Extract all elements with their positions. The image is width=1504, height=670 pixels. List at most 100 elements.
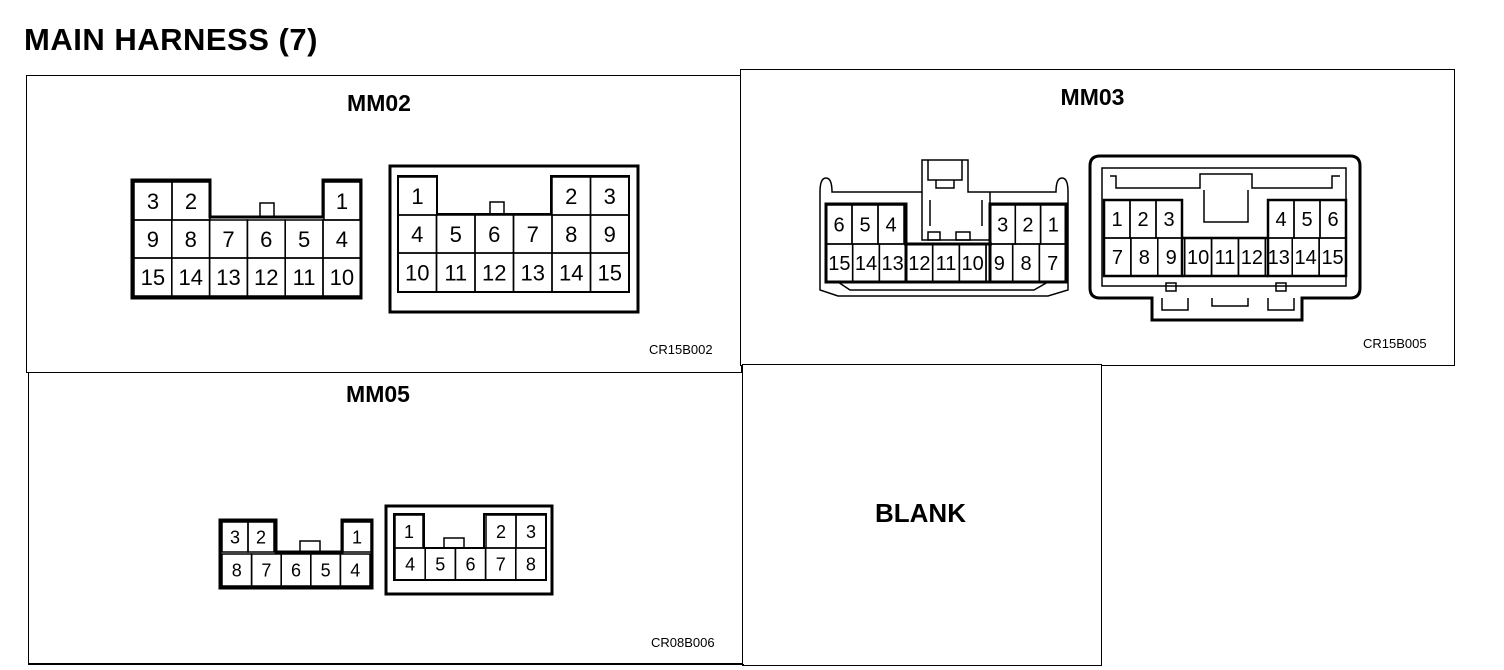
mm02-left-pin-15: 15 [133,257,173,297]
pin-number: 4 [350,560,360,580]
pin-number: 6 [488,222,500,247]
mm02-left-pin-7: 7 [208,219,249,259]
mm02-left-pin-1: 1 [323,181,361,221]
blank-panel: BLANK [742,364,1102,666]
pin-number: 7 [527,222,539,247]
mm05-right-connector [384,504,554,596]
pin-number: 2 [256,527,266,547]
mm02-left-pin-11: 11 [284,257,324,297]
pin-number: 11 [936,253,957,275]
pin-number: 4 [1275,209,1286,231]
mm03-right-pin-1: 1 [1103,199,1131,239]
mm02-right-pin-1: 1 [397,176,438,216]
pin-number: 8 [1139,247,1150,269]
mm05-right-pin-3: 3 [515,514,547,549]
pin-number: 8 [185,227,197,252]
mm05-left-pin-3: 3 [221,521,249,553]
pin-number: 1 [411,184,423,209]
pin-number: 13 [1268,247,1290,269]
mm03-right-pin-3: 3 [1155,199,1183,239]
mm02-right-pin-10: 10 [397,252,438,293]
mm05-right-pin-5: 5 [424,547,457,581]
mm03-right-pin-5: 5 [1293,199,1321,239]
mm02-part-code: CR15B002 [649,342,713,357]
pin-number: 3 [604,184,616,209]
pin-number: 2 [1137,209,1148,231]
mm02-right-pin-15: 15 [589,252,630,293]
mm05-left-pin-1: 1 [342,521,372,553]
mm02-right-pin-14: 14 [551,252,592,293]
mm05-right-pin-7: 7 [484,547,517,581]
mm02-right-pin-13: 13 [512,252,553,293]
blank-label: BLANK [875,498,966,528]
pin-number: 15 [141,265,165,290]
pin-number: 7 [261,560,271,580]
mm03-left-pin-13: 13 [878,243,907,283]
mm02-left-pin-2: 2 [171,181,211,221]
pin-number: 15 [1321,247,1343,269]
mm02-title: MM02 [347,90,411,116]
page-title: MAIN HARNESS (7) [24,22,318,57]
pin-number: 5 [298,227,310,252]
mm03-right-pin-11: 11 [1210,237,1240,277]
mm03-left-pin-3: 3 [989,204,1017,245]
pin-number: 3 [997,215,1008,237]
mm03-right-pin-10: 10 [1183,237,1213,277]
pin-number: 9 [1166,247,1177,269]
pin-number: 7 [1047,253,1058,275]
mm03-left-pin-2: 2 [1014,204,1042,245]
pin-number: 8 [232,560,242,580]
pin-number: 5 [321,560,331,580]
mm05-left-pin-4: 4 [339,553,371,587]
mm03-left-pin-5: 5 [851,204,879,245]
mm05-title: MM05 [346,381,410,407]
mm05-part-code: CR08B006 [651,635,715,650]
pin-number: 15 [828,253,850,275]
pin-number: 2 [185,189,197,214]
mm03-left-pin-11: 11 [931,243,961,283]
pin-number: 13 [216,265,240,290]
mm02-right-pin-5: 5 [435,214,476,254]
mm03-left-pin-7: 7 [1038,243,1067,283]
mm02-left-pin-5: 5 [284,219,324,259]
mm05-right-pin-6: 6 [454,547,487,581]
mm02-left-pin-14: 14 [171,257,211,297]
pin-number: 4 [885,215,896,237]
pin-number: 5 [1301,209,1312,231]
pin-number: 4 [405,554,415,574]
mm02-right-pin-2: 2 [551,176,592,216]
mm02-right-pin-3: 3 [589,176,630,216]
mm02-left-pin-10: 10 [322,257,362,297]
mm03-right-pin-6: 6 [1319,199,1347,239]
pin-number: 3 [526,522,536,542]
pin-number: 10 [1187,247,1209,269]
pin-number: 7 [222,227,234,252]
mm03-left-pin-10: 10 [958,243,987,283]
mm05-left-pin-2: 2 [247,521,275,553]
mm05-right-pin-4: 4 [394,547,426,581]
pin-number: 1 [1048,215,1059,237]
pin-number: 6 [465,554,475,574]
pin-number: 10 [962,253,984,275]
mm03-right-pin-14: 14 [1291,237,1320,277]
pin-number: 12 [1241,247,1263,269]
mm03-left-pin-1: 1 [1039,204,1067,245]
mm03-right-pin-15: 15 [1318,237,1347,277]
mm03-right-pin-8: 8 [1130,237,1159,277]
mm02-panel: MM02 CR15B002 [26,75,742,373]
pin-number: 2 [565,184,577,209]
mm05-right-pin-1: 1 [394,514,424,549]
mm03-title: MM03 [1060,84,1125,110]
pin-number: 1 [336,189,348,214]
mm02-right-pin-12: 12 [474,252,515,293]
pin-number: 1 [404,522,414,542]
pin-number: 14 [1295,247,1317,269]
pin-number: 15 [598,260,622,285]
mm05-right-key-icon [443,537,465,549]
pin-number: 14 [855,253,877,275]
pin-number: 5 [450,222,462,247]
pin-number: 9 [147,227,159,252]
pin-number: 10 [330,265,354,290]
mm05-left-pin-5: 5 [310,553,342,587]
